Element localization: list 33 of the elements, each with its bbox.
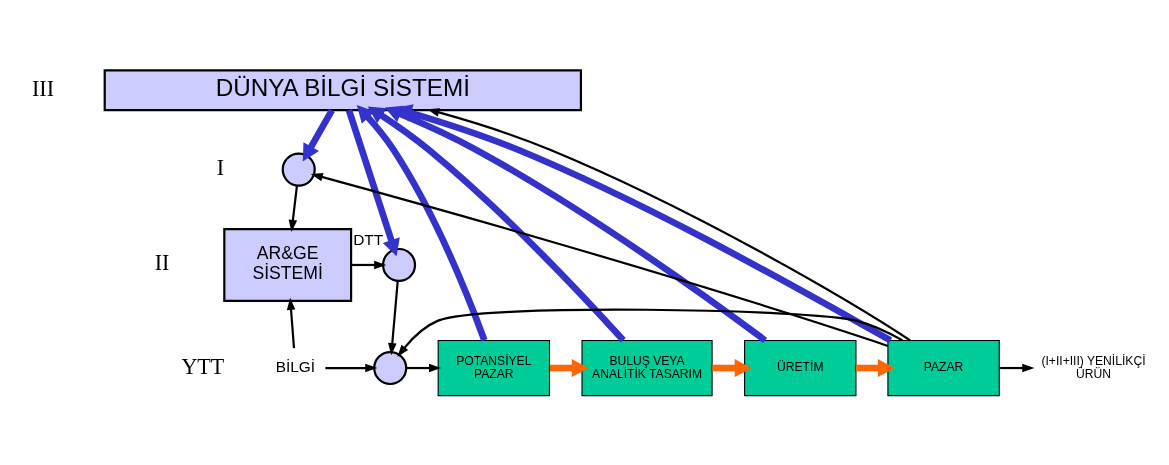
arrow <box>288 185 299 232</box>
label: III <box>31 75 54 101</box>
arrow <box>549 358 589 377</box>
arrow <box>367 105 626 342</box>
arrow <box>351 260 387 269</box>
arrow <box>356 104 488 341</box>
node-circle <box>373 350 408 385</box>
label: II <box>154 249 170 275</box>
arrow <box>345 108 400 256</box>
arrow <box>384 105 768 343</box>
node-box: AR&GE SİSTEMİ <box>223 227 353 302</box>
arrow <box>712 358 752 377</box>
arrow <box>397 308 904 357</box>
node-box: PAZAR <box>887 339 1000 396</box>
arrow <box>856 358 895 377</box>
label: YTT <box>181 353 225 379</box>
node-circle <box>381 247 417 282</box>
arrow <box>310 172 889 347</box>
node-text: BİLGİ <box>275 357 316 375</box>
node-circle <box>281 152 316 187</box>
label: I <box>216 154 225 180</box>
node-text: (I+II+III) YENİLİKÇİ ÜRÜN <box>1041 353 1146 381</box>
arrow <box>388 280 399 355</box>
node-box: ÜRETİM <box>744 339 857 396</box>
arrow <box>406 363 442 372</box>
arrow <box>286 297 296 348</box>
arrow <box>999 363 1035 372</box>
node-label: DTT <box>353 230 384 248</box>
node-box: DÜNYA BİLGİ SİSTEMİ <box>103 68 582 111</box>
arrow <box>325 363 378 372</box>
node-box: BULUŞ VEYA ANALİTİK TASARIM <box>581 339 713 396</box>
arrow <box>302 108 335 161</box>
node-box: POTANSİYEL PAZAR <box>437 339 551 396</box>
